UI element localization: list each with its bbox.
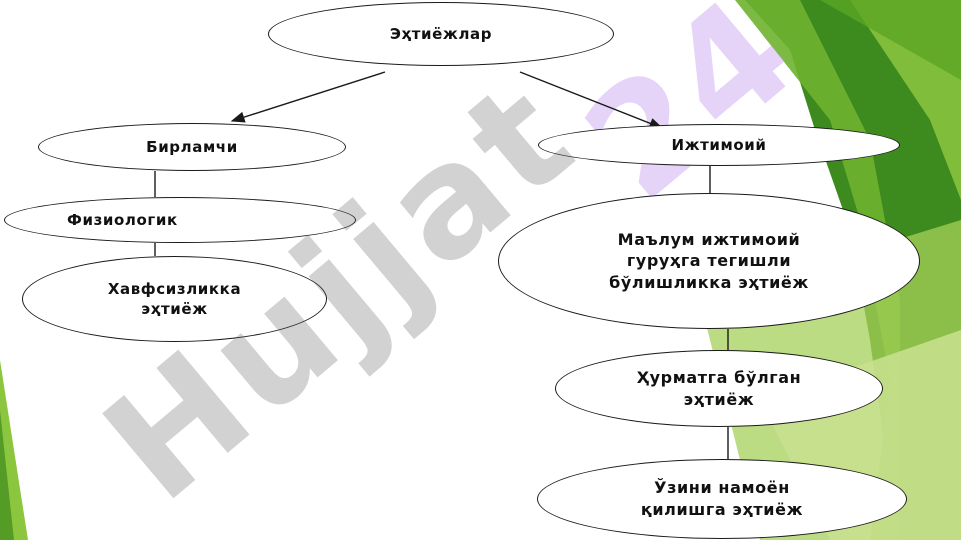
node-self-expression-line-1: Ўзини намоён <box>654 478 790 498</box>
node-social: Ижтимоий <box>538 124 900 166</box>
node-belonging: Маълум ижтимоий гуруҳга тегишли бўлишлик… <box>498 193 920 329</box>
node-social-label: Ижтимоий <box>671 135 767 154</box>
node-belonging-line-3: бўлишликка эҳтиёж <box>609 272 809 292</box>
node-primary: Бирламчи <box>38 123 346 171</box>
node-respect-line-1: Ҳурматга бўлган <box>636 367 802 387</box>
node-physiological-label: Физиологик <box>67 210 178 229</box>
node-primary-label: Бирламчи <box>146 137 238 156</box>
node-belonging-line-1: Маълум ижтимоий <box>617 229 801 249</box>
arrow-root-to-social <box>519 71 664 129</box>
node-root-label: Эҳтиёжлар <box>389 24 493 43</box>
node-root: Эҳтиёжлар <box>268 2 614 66</box>
node-physiological: Физиологик <box>4 197 356 243</box>
node-self-expression: Ўзини намоён қилишга эҳтиёж <box>537 459 907 539</box>
node-self-expression-line-2: қилишга эҳтиёж <box>640 500 804 519</box>
node-respect-line-2: эҳтиёж <box>683 389 755 409</box>
arrow-root-to-primary <box>230 71 386 123</box>
node-belonging-line-2: гуруҳга тегишли <box>626 251 792 271</box>
node-respect: Ҳурматга бўлган эҳтиёж <box>555 350 883 427</box>
node-safety: Хавфсизликка эҳтиёж <box>22 256 327 342</box>
node-safety-line-2: эҳтиёж <box>141 300 208 318</box>
node-safety-line-1: Хавфсизликка <box>107 279 242 298</box>
